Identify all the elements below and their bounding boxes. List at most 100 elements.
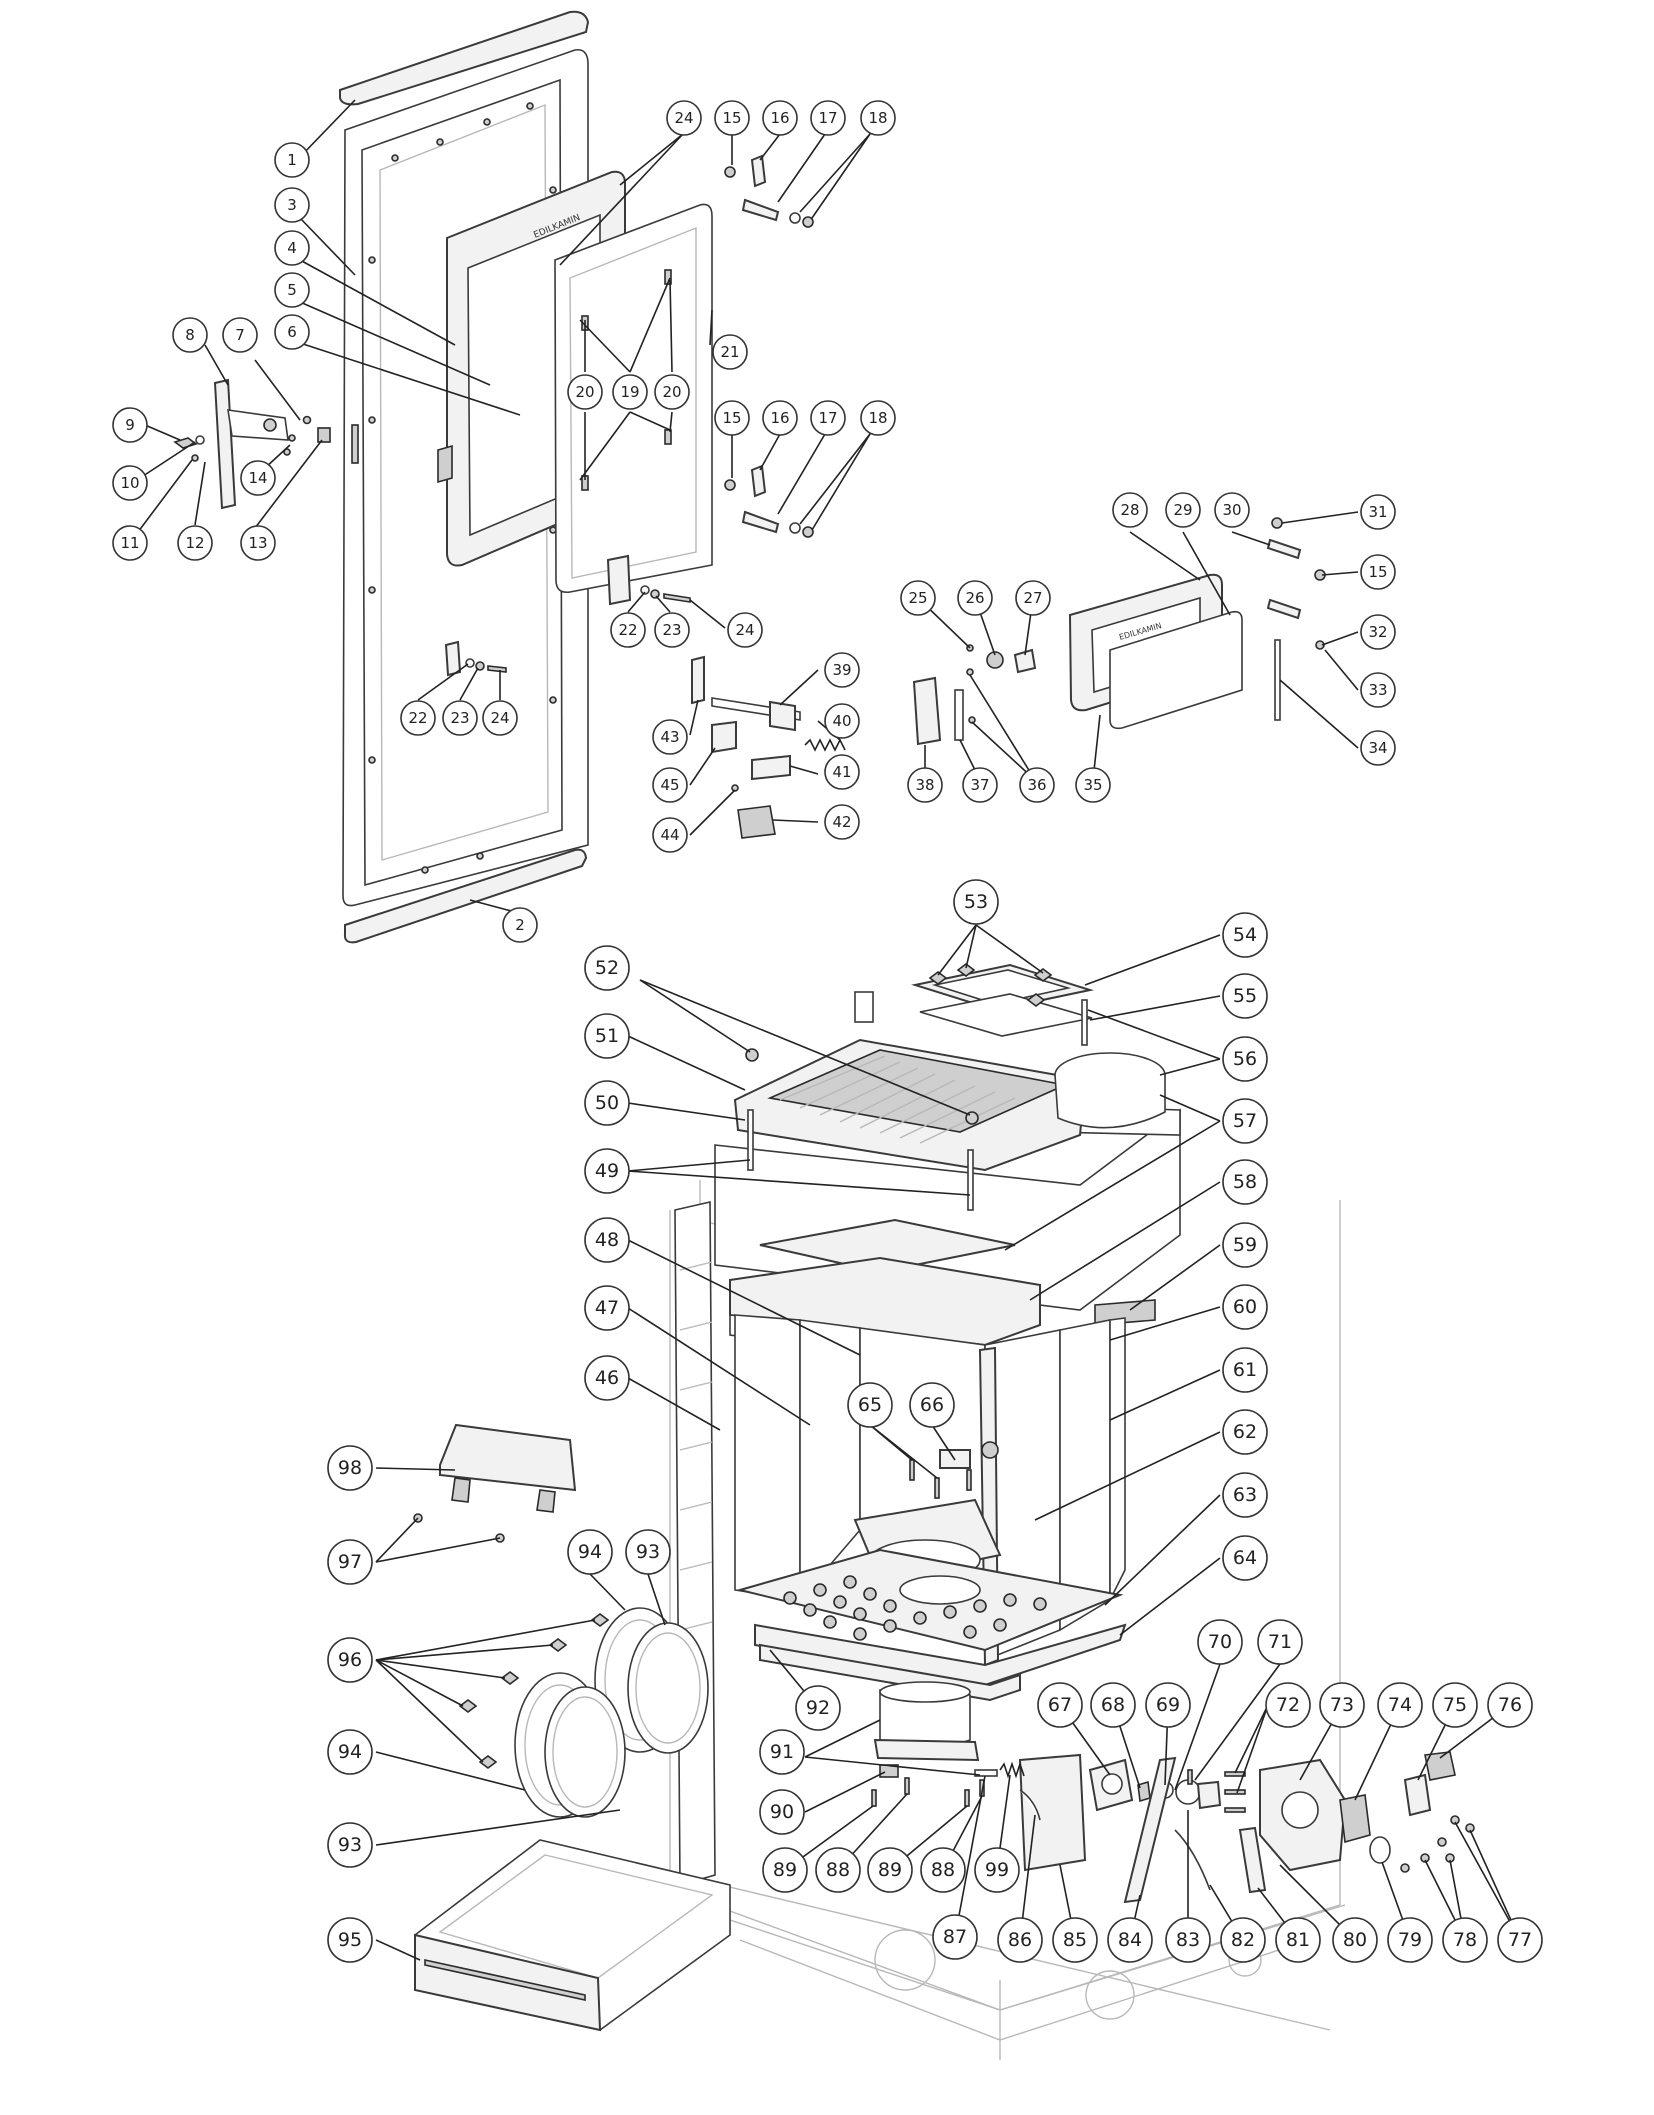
hopper-lid-hinge-b (536, 1489, 556, 1513)
callout-12: 12 (177, 525, 213, 561)
callout-label: 6 (287, 323, 297, 341)
callout-4: 4 (274, 230, 310, 266)
clip-82-83 (1174, 1829, 1211, 1891)
screw-24b (487, 665, 507, 673)
callout-label: 64 (1233, 1547, 1257, 1569)
callout-53: 53 (953, 879, 999, 925)
spring-99 (999, 1761, 1025, 1779)
tube-86 (1019, 1789, 1041, 1821)
nuts-77-78 (1400, 1815, 1475, 1873)
callout-label: 11 (120, 534, 139, 552)
callout-label: 69 (1156, 1694, 1180, 1716)
callout-label: 82 (1231, 1929, 1255, 1951)
callout-92: 92 (795, 1685, 841, 1731)
nut-11 (191, 454, 199, 462)
callout-label: 24 (735, 621, 754, 639)
callout-label: 1 (287, 151, 297, 169)
stud-56 (1081, 999, 1088, 1046)
callout-49: 49 (584, 1148, 630, 1194)
callout-13: 13 (240, 525, 276, 561)
callout-label: 86 (1008, 1929, 1032, 1951)
wing-nuts-96 (458, 1613, 610, 1769)
callout-64: 64 (1222, 1535, 1268, 1581)
callout-label: 26 (965, 589, 984, 607)
callout-66: 66 (909, 1382, 955, 1428)
bracket-80-81 (1238, 1826, 1267, 1894)
ash-drawer-inner (438, 1854, 714, 1979)
bracket-84 (1123, 1756, 1177, 1904)
callout-label: 18 (868, 109, 887, 127)
callout-label: 44 (660, 826, 679, 844)
callout-22-mid: 22 (610, 612, 646, 648)
latch-plate-43 (691, 655, 705, 705)
callout-label: 8 (185, 326, 195, 344)
callout-label: 59 (1233, 1234, 1257, 1256)
callout-label: 33 (1368, 681, 1387, 699)
callout-label: 3 (287, 196, 297, 214)
callout-label: 74 (1388, 1694, 1412, 1716)
callout-24-top: 24 (666, 100, 702, 136)
callout-label: 15 (722, 409, 741, 427)
callout-42: 42 (824, 804, 860, 840)
callout-5: 5 (274, 272, 310, 308)
callout-15-mid: 15 (714, 400, 750, 436)
callout-label: 55 (1233, 985, 1257, 1007)
callout-51: 51 (584, 1013, 630, 1059)
callout-88-b: 88 (920, 1847, 966, 1893)
callout-label: 2 (515, 916, 525, 934)
callout-69: 69 (1145, 1682, 1191, 1728)
spring-40 (804, 738, 846, 752)
callout-label: 36 (1027, 776, 1046, 794)
callout-label: 94 (338, 1741, 362, 1763)
callout-label: 73 (1330, 1694, 1354, 1716)
callout-89-b: 89 (867, 1847, 913, 1893)
hopper-lid-98 (439, 1423, 577, 1492)
callout-label: 95 (338, 1929, 362, 1951)
callout-label: 15 (1368, 563, 1387, 581)
callout-label: 43 (660, 728, 679, 746)
callout-8: 8 (172, 317, 208, 353)
callout-34: 34 (1360, 730, 1396, 766)
callout-label: 94 (578, 1541, 602, 1563)
callout-56: 56 (1222, 1036, 1268, 1082)
knob-26 (986, 651, 1004, 669)
stove-body (669, 963, 1475, 2060)
thermostat-76 (1424, 1751, 1456, 1781)
callout-label: 93 (338, 1834, 362, 1856)
flange-bearing (1101, 1773, 1123, 1795)
callout-79: 79 (1387, 1917, 1433, 1963)
callout-label: 18 (868, 409, 887, 427)
callout-label: 99 (985, 1859, 1009, 1881)
callout-29: 29 (1165, 492, 1201, 528)
callout-label: 50 (595, 1092, 619, 1114)
callout-99: 99 (974, 1847, 1020, 1893)
latch-screw-14b (283, 448, 291, 456)
screw-36a (966, 668, 974, 676)
callout-label: 27 (1023, 589, 1042, 607)
callout-label: 92 (806, 1697, 830, 1719)
nut-15-mid (724, 479, 736, 491)
callout-84: 84 (1107, 1917, 1153, 1963)
firebox-left-47 (734, 1314, 801, 1601)
callout-23-low: 23 (442, 700, 478, 736)
latch-screw-7 (302, 415, 312, 425)
callout-label: 85 (1063, 1929, 1087, 1951)
door-glass-outline (379, 103, 549, 861)
motor-disc-79 (1369, 1836, 1391, 1864)
ring-93-upper-inner (635, 1632, 701, 1744)
grate-holes (783, 1575, 1047, 1641)
callout-50: 50 (584, 1080, 630, 1126)
base-hole-a (874, 1929, 936, 1991)
callout-75: 75 (1432, 1682, 1478, 1728)
callout-label: 72 (1276, 1694, 1300, 1716)
callout-24-mid: 24 (727, 612, 763, 648)
callout-19: 19 (612, 374, 648, 410)
callout-label: 83 (1176, 1929, 1200, 1951)
callout-11: 11 (112, 525, 148, 561)
callout-label: 15 (722, 109, 741, 127)
callout-label: 87 (943, 1926, 967, 1948)
pin-17-mid (741, 510, 780, 534)
callout-85: 85 (1052, 1917, 1098, 1963)
inspection-cover-window (931, 969, 1072, 1005)
callout-label: 89 (773, 1859, 797, 1881)
